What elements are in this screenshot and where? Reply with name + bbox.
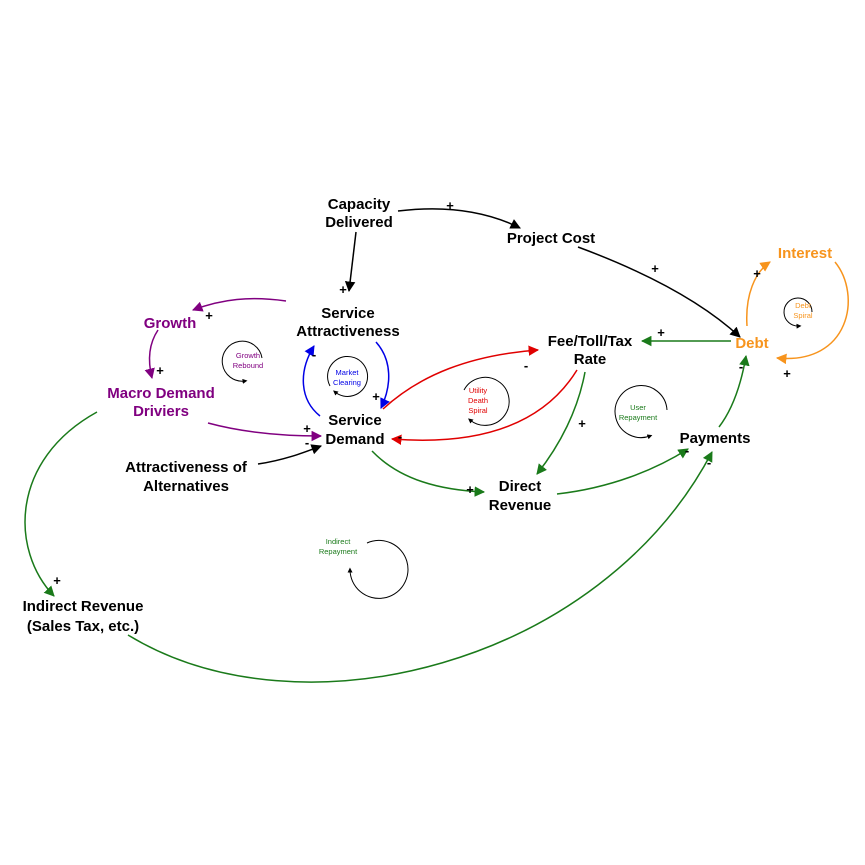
sign-attr-growth: + [205,308,213,323]
svg-text:Revenue: Revenue [489,497,552,514]
svg-text:Debt: Debt [735,335,768,352]
svg-text:Project Cost: Project Cost [507,230,595,247]
node-fee-toll-tax-rate: Fee/Toll/Tax Rate [548,333,633,368]
svg-text:Service: Service [321,305,374,322]
svg-text:Rate: Rate [574,351,607,368]
edge-macro-to-service-demand [207,422,323,442]
node-direct-revenue: Direct Revenue [489,478,552,514]
sign-macro-indirect: + [53,573,61,588]
edge-service-demand-to-direct-revenue [371,450,486,497]
sign-macro-demand: + [303,421,311,436]
sign-alternatives-demand: - [305,435,309,450]
edge-direct-revenue-to-payments [556,448,689,495]
svg-text:Service: Service [328,412,381,429]
svg-text:Debt: Debt [795,301,812,310]
svg-text:Repayment: Repayment [619,413,658,422]
edge-growth-to-macro [144,329,159,380]
sign-interest-debt: + [783,366,791,381]
svg-text:Attractiveness of: Attractiveness of [125,459,248,476]
loop-indirect-repayment: Indirect Repayment [319,537,409,599]
sign-fee-demand: - [398,429,402,444]
edge-macro-to-indirect-revenue [24,411,98,597]
svg-text:Clearing: Clearing [333,378,361,387]
sign-debt-fee: + [657,325,665,340]
node-attractiveness-of-alternatives: Attractiveness of Alternatives [125,459,248,495]
edge-service-attr-to-demand [375,341,390,409]
sign-growth-macro: + [156,363,164,378]
edge-project-cost-to-debt [577,246,741,338]
sign-demand-direct: + [466,482,474,497]
node-interest: Interest [778,245,832,262]
svg-text:(Sales Tax, etc.): (Sales Tax, etc.) [27,618,139,635]
sign-indirect-payments: - [707,455,711,470]
svg-text:Capacity: Capacity [328,196,391,213]
svg-text:Direct: Direct [499,478,542,495]
svg-text:Growth: Growth [236,351,260,360]
sign-direct-payments: - [685,443,689,458]
svg-text:Indirect Revenue: Indirect Revenue [23,598,144,615]
sign-capacity-project-cost: + [446,198,454,213]
svg-text:Rebound: Rebound [233,361,263,370]
node-indirect-revenue: Indirect Revenue (Sales Tax, etc.) [23,598,144,635]
sign-capacity-service-attr: + [339,282,347,297]
node-capacity-delivered: Capacity Delivered [325,196,393,231]
svg-text:Market: Market [336,368,360,377]
svg-text:Utility: Utility [469,386,488,395]
node-growth: Growth [144,315,197,332]
svg-text:Attractiveness: Attractiveness [296,323,399,340]
loop-growth-rebound: Growth Rebound [221,340,263,384]
edge-capacity-to-service-attractiveness [344,231,357,293]
node-project-cost: Project Cost [507,230,595,247]
edge-indirect-revenue-to-payments [127,451,713,683]
loop-debt-spiral: Debt Spiral [783,297,813,329]
svg-text:Demand: Demand [325,431,384,448]
edge-capacity-to-project-cost [397,208,521,229]
edge-service-demand-to-attr [302,345,321,417]
svg-text:Repayment: Repayment [319,547,358,556]
svg-text:Macro Demand: Macro Demand [107,385,215,402]
svg-text:Spiral: Spiral [793,311,813,320]
sign-project-cost-debt: + [651,261,659,276]
svg-text:Indirect: Indirect [326,537,352,546]
loop-utility-death-spiral: Utility Death Spiral [463,376,510,426]
edge-service-attr-to-growth [192,297,287,312]
svg-text:Interest: Interest [778,245,832,262]
sign-demand-fee: - [524,358,528,373]
loop-market-clearing: Market Clearing [327,355,369,397]
svg-text:Alternatives: Alternatives [143,478,229,495]
svg-text:Fee/Toll/Tax: Fee/Toll/Tax [548,333,633,350]
edge-service-demand-to-fee [382,345,540,410]
svg-text:Driviers: Driviers [133,403,189,420]
sign-attr-demand: + [372,389,380,404]
svg-text:Spiral: Spiral [468,406,488,415]
sign-debt-interest: + [753,266,761,281]
sign-fee-direct: + [578,416,586,431]
sign-demand-attr: - [312,347,316,362]
node-payments: Payments [680,430,751,447]
svg-text:User: User [630,403,646,412]
edge-interest-to-debt [775,261,849,365]
svg-text:Delivered: Delivered [325,214,393,231]
loop-user-repayment: User Repayment [614,385,668,440]
node-debt: Debt [735,335,768,352]
svg-text:Growth: Growth [144,315,197,332]
svg-text:Payments: Payments [680,430,751,447]
sign-payments-debt: - [739,359,743,374]
edge-fee-to-service-demand [390,369,578,445]
svg-text:Death: Death [468,396,488,405]
node-service-demand: Service Demand [325,412,384,448]
edge-alternatives-to-service-demand [257,444,322,465]
edge-debt-to-interest [746,261,771,327]
node-macro-demand-drivers: Macro Demand Driviers [107,385,215,420]
edge-payments-to-debt [718,354,750,428]
edge-fee-to-direct-revenue [536,371,586,475]
node-service-attractiveness: Service Attractiveness [296,305,399,340]
